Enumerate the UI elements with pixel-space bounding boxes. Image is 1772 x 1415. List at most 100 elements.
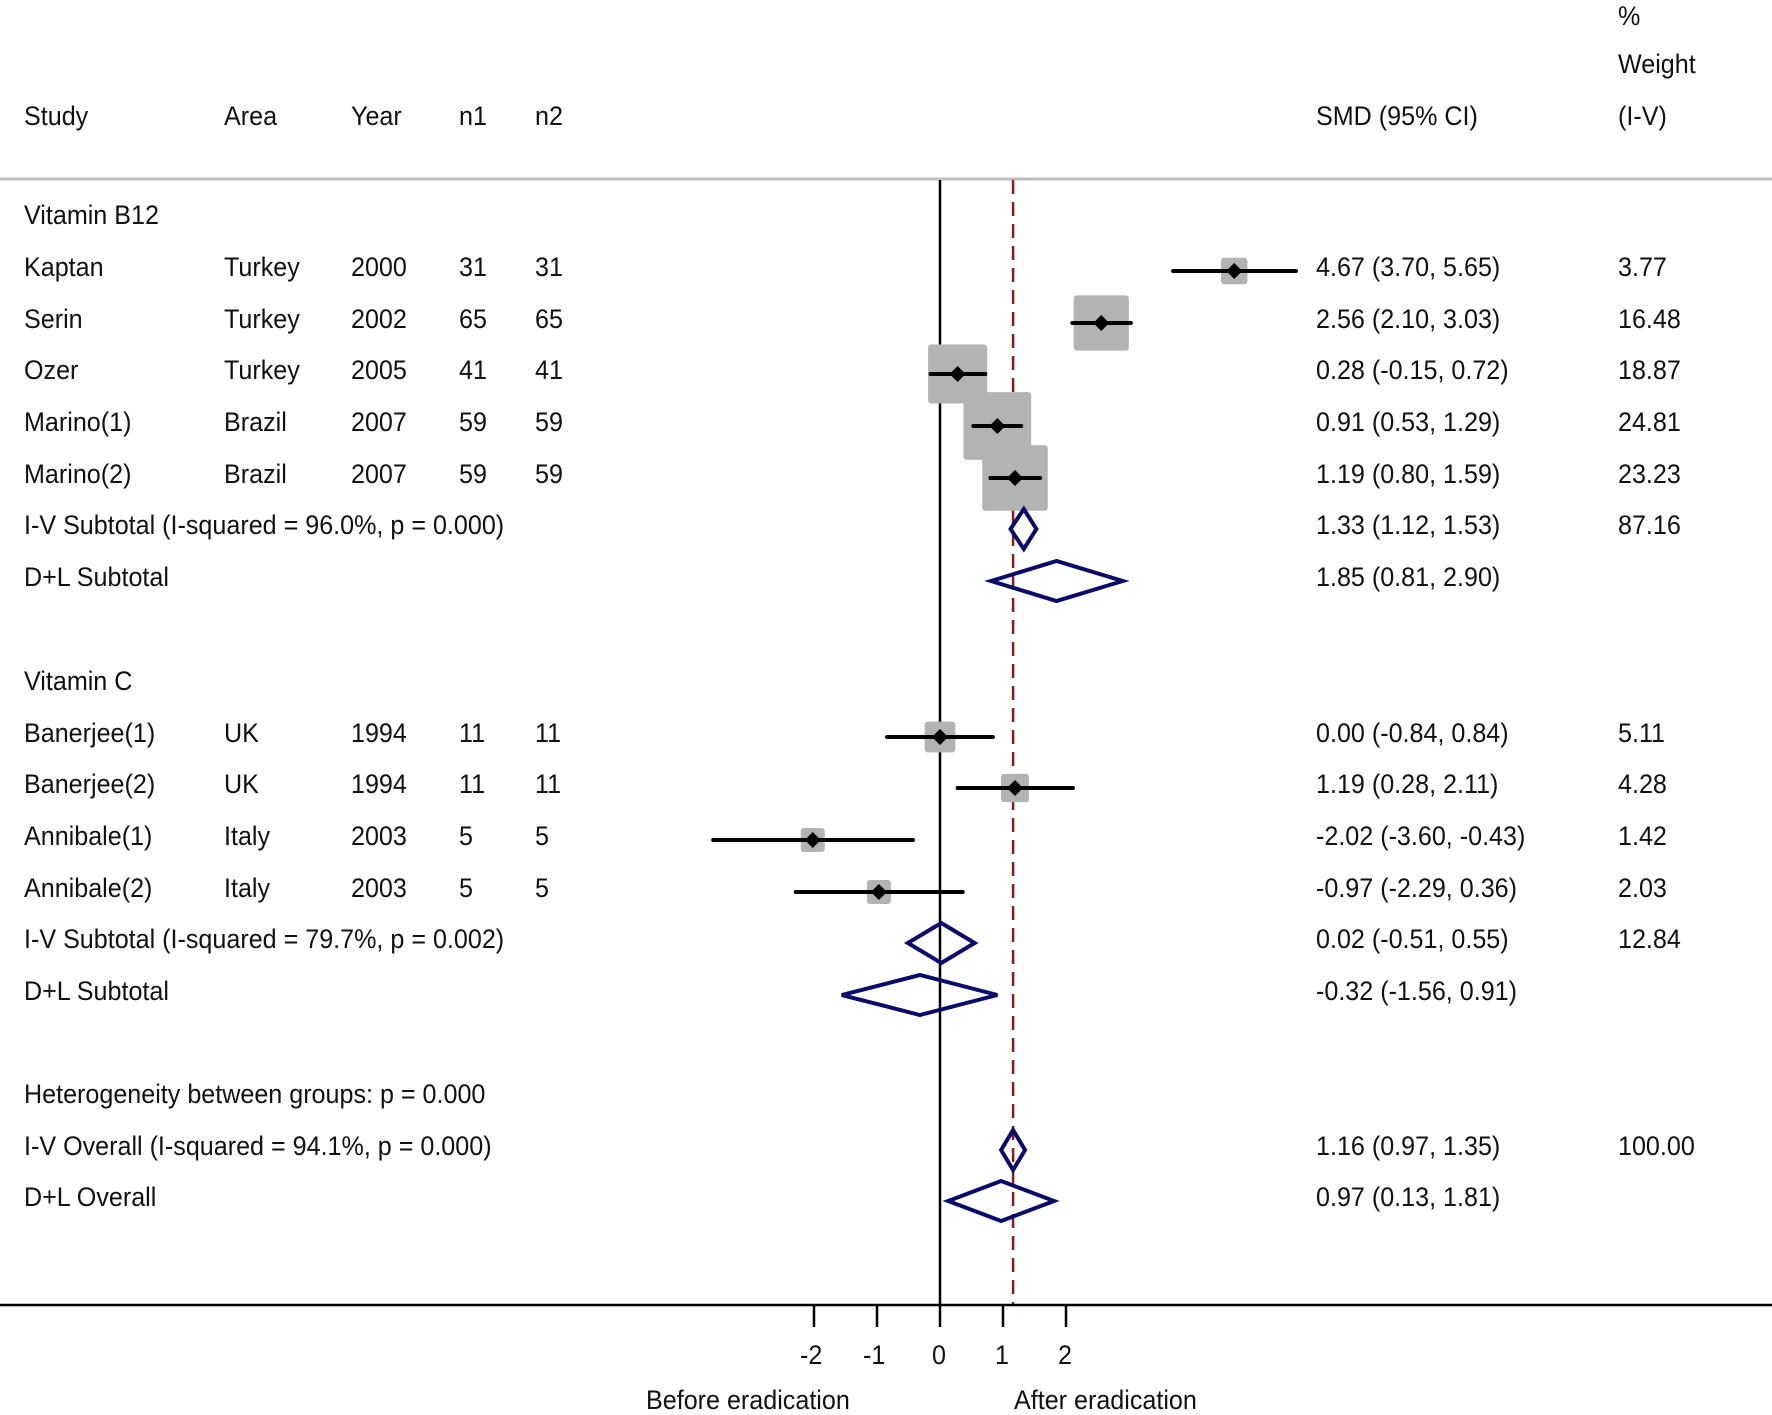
cell-area: Italy: [224, 873, 271, 903]
cell-study: Banerjee(2): [24, 769, 156, 799]
point-estimate-marker: [1226, 263, 1243, 279]
cell-study: Serin: [24, 304, 83, 334]
pooled-estimate-diamond: [903, 920, 979, 966]
cell-smd-ci: 2.56 (2.10, 3.03): [1316, 304, 1501, 334]
cell-area: UK: [224, 718, 259, 748]
cell-smd-ci: 0.28 (-0.15, 0.72): [1316, 355, 1509, 385]
x-axis-tick-label: 1: [995, 1340, 1009, 1370]
cell-smd-ci: 4.67 (3.70, 5.65): [1316, 252, 1501, 282]
cell-weight: 24.81: [1618, 407, 1681, 437]
group-heading: Vitamin C: [24, 666, 133, 696]
column-header-area: Area: [224, 101, 278, 131]
x-axis-tick-label: 2: [1058, 1340, 1072, 1370]
x-axis-tick-label: -1: [863, 1340, 886, 1370]
cell-weight: 4.28: [1618, 769, 1667, 799]
cell-study: Marino(1): [24, 407, 132, 437]
cell-smd-ci: 1.85 (0.81, 2.90): [1316, 562, 1501, 592]
column-header-weight: Weight: [1618, 49, 1696, 79]
column-header-n1: n1: [459, 101, 487, 131]
cell-year: 1994: [351, 769, 407, 799]
column-header-year: Year: [351, 101, 402, 131]
point-estimate-marker: [989, 418, 1006, 434]
group-heading: Vitamin B12: [24, 200, 159, 230]
cell-n2: 11: [535, 769, 562, 799]
cell-n1: 41: [459, 355, 487, 385]
cell-year: 2005: [351, 355, 407, 385]
cell-smd-ci: 1.19 (0.80, 1.59): [1316, 459, 1501, 489]
cell-smd-ci: -0.32 (-1.56, 0.91): [1316, 976, 1517, 1006]
point-estimate-marker: [1006, 470, 1023, 486]
cell-weight: 18.87: [1618, 355, 1681, 385]
cell-year: 2007: [351, 407, 407, 437]
cell-weight: 3.77: [1618, 252, 1667, 282]
subtotal-label: D+L Subtotal: [24, 562, 169, 592]
cell-smd-ci: 0.91 (0.53, 1.29): [1316, 407, 1501, 437]
cell-weight: 12.84: [1618, 924, 1681, 954]
cell-study: Annibale(2): [24, 873, 153, 903]
cell-smd-ci: 1.16 (0.97, 1.35): [1316, 1131, 1501, 1161]
cell-n1: 5: [459, 873, 473, 903]
cell-study: Kaptan: [24, 252, 104, 282]
x-axis-label-left: Before eradication: [646, 1385, 850, 1415]
pooled-estimate-diamond: [984, 558, 1130, 604]
pooled-estimate-diamond: [1008, 505, 1039, 553]
cell-year: 2003: [351, 873, 407, 903]
column-header-n2: n2: [535, 101, 563, 131]
cell-smd-ci: 0.97 (0.13, 1.81): [1316, 1182, 1501, 1212]
cell-n1: 59: [459, 407, 487, 437]
cell-n2: 5: [535, 821, 549, 851]
pooled-estimate-diamond: [998, 1126, 1028, 1174]
column-header-smd: SMD (95% CI): [1316, 101, 1478, 131]
cell-n1: 59: [459, 459, 487, 489]
x-axis-tick-label: -2: [800, 1340, 823, 1370]
point-estimate-marker: [870, 884, 887, 900]
point-estimate-marker: [1006, 780, 1023, 796]
cell-n1: 11: [459, 769, 486, 799]
point-estimate-marker: [804, 832, 821, 848]
cell-n2: 59: [535, 459, 563, 489]
pooled-estimate-diamond: [942, 1178, 1060, 1224]
cell-n2: 41: [535, 355, 563, 385]
cell-n2: 5: [535, 873, 549, 903]
column-header-study: Study: [24, 101, 89, 131]
cell-n1: 5: [459, 821, 473, 851]
overall-label: I-V Overall (I-squared = 94.1%, p = 0.00…: [24, 1131, 492, 1161]
cell-study: Banerjee(1): [24, 718, 156, 748]
cell-year: 2003: [351, 821, 407, 851]
column-header-weight-percent: %: [1618, 1, 1641, 31]
cell-area: Brazil: [224, 459, 287, 489]
cell-area: Turkey: [224, 252, 300, 282]
cell-year: 1994: [351, 718, 407, 748]
cell-area: Turkey: [224, 355, 300, 385]
pooled-estimate-diamond: [841, 972, 998, 1018]
subtotal-label: I-V Subtotal (I-squared = 96.0%, p = 0.0…: [24, 510, 505, 540]
cell-study: Ozer: [24, 355, 79, 385]
point-estimate-marker: [932, 729, 948, 745]
cell-weight: 23.23: [1618, 459, 1681, 489]
cell-smd-ci: 1.19 (0.28, 2.11): [1316, 769, 1499, 799]
cell-smd-ci: 0.00 (-0.84, 0.84): [1316, 718, 1509, 748]
cell-weight: 100.00: [1618, 1131, 1695, 1161]
cell-n2: 59: [535, 407, 563, 437]
cell-smd-ci: 0.02 (-0.51, 0.55): [1316, 924, 1509, 954]
cell-weight: 5.11: [1618, 718, 1666, 748]
cell-n1: 11: [459, 718, 486, 748]
cell-weight: 87.16: [1618, 510, 1681, 540]
cell-n2: 11: [535, 718, 562, 748]
column-header-weight-method: (I-V): [1618, 101, 1667, 131]
cell-n1: 65: [459, 304, 487, 334]
cell-year: 2007: [351, 459, 407, 489]
cell-weight: 16.48: [1618, 304, 1681, 334]
point-estimate-marker: [949, 366, 966, 382]
cell-area: Turkey: [224, 304, 300, 334]
cell-n1: 31: [459, 252, 487, 282]
x-axis-label-right: After eradication: [1014, 1385, 1197, 1415]
cell-n2: 31: [535, 252, 563, 282]
cell-year: 2002: [351, 304, 407, 334]
cell-area: UK: [224, 769, 259, 799]
cell-smd-ci: -0.97 (-2.29, 0.36): [1316, 873, 1517, 903]
cell-study: Marino(2): [24, 459, 132, 489]
subtotal-label: I-V Subtotal (I-squared = 79.7%, p = 0.0…: [24, 924, 505, 954]
subtotal-label: D+L Subtotal: [24, 976, 169, 1006]
